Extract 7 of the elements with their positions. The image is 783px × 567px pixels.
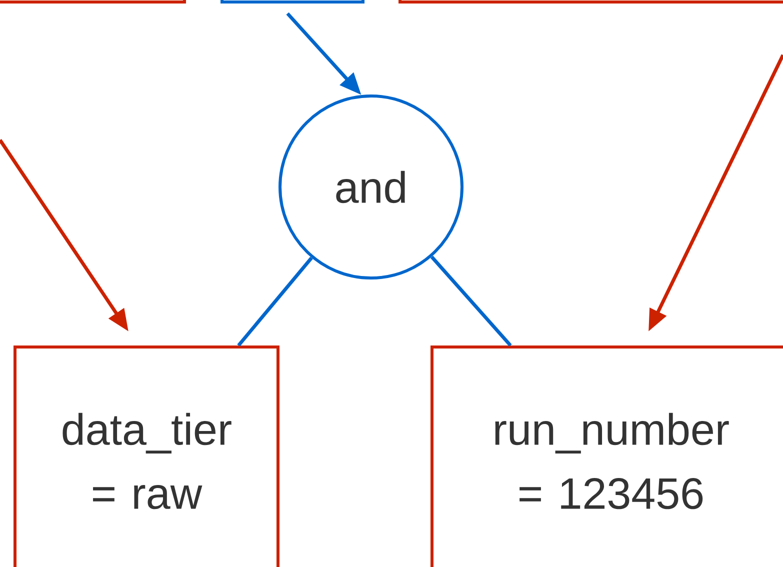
- condition-box: [398, 0, 783, 4]
- condition-box: [220, 0, 364, 4]
- connector-line: [237, 256, 313, 347]
- condition-box: [0, 0, 186, 4]
- connector-line: [430, 256, 512, 347]
- condition-box: data_tier = raw: [14, 345, 280, 567]
- condition-box: run_number = 123456: [430, 345, 783, 567]
